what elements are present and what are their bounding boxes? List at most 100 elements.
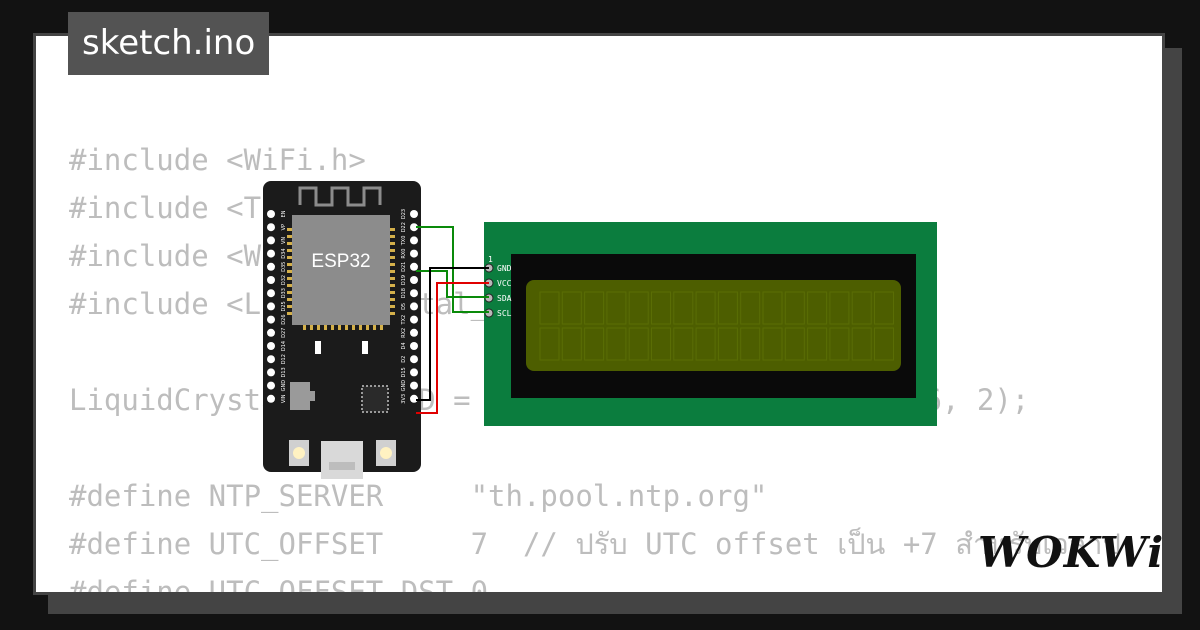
lcd-cell bbox=[740, 291, 761, 325]
chip-pin bbox=[303, 325, 306, 330]
chip-pin bbox=[390, 235, 395, 238]
esp32-pin-label: D22 bbox=[401, 222, 407, 232]
lcd-screen bbox=[526, 280, 901, 371]
esp32-pin-label: D4 bbox=[401, 342, 407, 349]
esp32-pin[interactable] bbox=[267, 223, 275, 232]
chip-pin bbox=[324, 325, 327, 330]
chip-pin bbox=[359, 325, 362, 330]
chip-pin bbox=[287, 298, 292, 301]
esp32-pin[interactable] bbox=[410, 276, 418, 284]
esp32-pin-label: RX2 bbox=[401, 328, 407, 338]
esp32-pin[interactable] bbox=[267, 210, 275, 218]
esp32-pin[interactable] bbox=[410, 394, 418, 403]
file-tab[interactable]: sketch.ino bbox=[68, 12, 270, 75]
chip-pin bbox=[338, 325, 341, 330]
usb-uart-chip bbox=[361, 385, 389, 413]
esp32-pin[interactable] bbox=[410, 328, 418, 337]
esp32-pin-label: D34 bbox=[281, 248, 287, 258]
esp32-pin[interactable] bbox=[410, 302, 418, 311]
lcd-cell bbox=[851, 291, 872, 325]
esp32-pin-label: D18 bbox=[401, 288, 407, 298]
lcd-cell bbox=[584, 291, 605, 325]
chip-pin bbox=[390, 249, 395, 252]
esp32-pin[interactable] bbox=[267, 289, 275, 298]
esp32-pin-label: D23 bbox=[401, 209, 407, 219]
chip-pin bbox=[287, 291, 292, 294]
lcd-cell bbox=[651, 327, 671, 361]
esp32-pin-label: D5 bbox=[401, 303, 407, 310]
en-button[interactable] bbox=[289, 440, 309, 466]
esp32-pin[interactable] bbox=[267, 328, 275, 337]
esp32-pin[interactable] bbox=[267, 381, 275, 390]
code-line[interactable]: #define UTC_OFFSET 7 // ปรับ UTC offset … bbox=[69, 527, 1129, 561]
lcd-cell bbox=[695, 327, 716, 361]
chip-pin bbox=[287, 284, 292, 287]
chip-pin bbox=[373, 325, 376, 330]
chip-pin bbox=[366, 325, 369, 330]
right-pin-header: D23D22TX0RX0D21D19D18D5TX2RX2D4D2D15GND3… bbox=[401, 209, 418, 404]
lcd-cell bbox=[628, 291, 649, 325]
esp32-pin-label: D21 bbox=[401, 262, 407, 272]
lcd-cell bbox=[561, 327, 582, 361]
esp32-pin-label: D15 bbox=[401, 367, 407, 377]
esp32-pin[interactable] bbox=[410, 236, 418, 245]
esp32-pin[interactable] bbox=[267, 368, 275, 377]
esp32-pin[interactable] bbox=[267, 342, 275, 350]
esp32-pin[interactable] bbox=[410, 355, 418, 364]
chip-pin bbox=[390, 284, 395, 287]
boot-button[interactable] bbox=[376, 440, 396, 466]
esp32-pin-label: D26 bbox=[281, 314, 287, 324]
esp32-pin[interactable] bbox=[267, 302, 275, 311]
esp32-pin[interactable] bbox=[410, 381, 418, 390]
esp32-pin[interactable] bbox=[267, 276, 275, 284]
esp32-pin[interactable] bbox=[410, 315, 418, 324]
chip-pin bbox=[287, 277, 292, 280]
esp32-pin-label: D33 bbox=[281, 288, 287, 298]
chip-pin bbox=[287, 312, 292, 315]
esp32-pin[interactable] bbox=[410, 368, 418, 377]
esp32-pin[interactable] bbox=[267, 236, 275, 245]
lcd-cell bbox=[829, 291, 850, 325]
lcd-cell bbox=[584, 327, 605, 361]
esp32-pin[interactable] bbox=[267, 355, 275, 364]
esp32-pin[interactable] bbox=[410, 249, 418, 258]
lcd-cell bbox=[606, 327, 627, 361]
wire-scl bbox=[416, 226, 489, 313]
esp32-pin-label: 3V3 bbox=[401, 394, 407, 404]
esp32-pin-label: D12 bbox=[281, 354, 287, 364]
esp32-pin[interactable] bbox=[410, 289, 418, 298]
chip-pin bbox=[390, 256, 395, 259]
esp32-pin-label: D14 bbox=[281, 341, 287, 351]
esp32-pin[interactable] bbox=[267, 394, 275, 403]
code-line[interactable]: #define NTP_SERVER "th.pool.ntp.org" bbox=[69, 479, 768, 513]
esp32-pin[interactable] bbox=[267, 249, 275, 258]
lcd-cell bbox=[807, 291, 828, 325]
esp32-pin[interactable] bbox=[267, 262, 275, 271]
esp32-pin-label: EN bbox=[281, 210, 287, 217]
wire-vcc bbox=[416, 282, 489, 414]
esp32-pin[interactable] bbox=[267, 315, 275, 324]
esp32-pin-label: D2 bbox=[401, 356, 407, 363]
esp32-chip-label: ESP32 bbox=[311, 251, 370, 272]
code-line[interactable]: #define UTC_OFFSET_DST 0 bbox=[69, 575, 489, 595]
esp32-pin-label: D27 bbox=[281, 328, 287, 338]
esp32-board[interactable]: ESP32 ENVPVND34D35D32D33D25D26D27D14D12D… bbox=[263, 181, 421, 479]
code-line[interactable]: #include <WiFi.h> bbox=[69, 143, 366, 177]
esp32-pin[interactable] bbox=[410, 210, 418, 218]
esp32-pin[interactable] bbox=[410, 262, 418, 271]
lcd-cell bbox=[717, 327, 738, 361]
esp32-chip bbox=[292, 215, 390, 325]
chip-pin bbox=[390, 312, 395, 315]
esp32-pin[interactable] bbox=[410, 342, 418, 350]
esp32-pin-label: D19 bbox=[401, 275, 407, 285]
lcd-cell bbox=[784, 291, 805, 325]
left-pin-header: ENVPVND34D35D32D33D25D26D27D14D12D13GNDV… bbox=[267, 210, 287, 403]
antenna-icon bbox=[298, 186, 382, 207]
esp32-pin[interactable] bbox=[410, 223, 418, 232]
lcd-pin-label: VCC bbox=[497, 279, 512, 288]
lcd-cell bbox=[874, 291, 894, 325]
lcd-cell bbox=[874, 327, 894, 361]
lcd-pin1-label: 1 bbox=[488, 255, 493, 264]
